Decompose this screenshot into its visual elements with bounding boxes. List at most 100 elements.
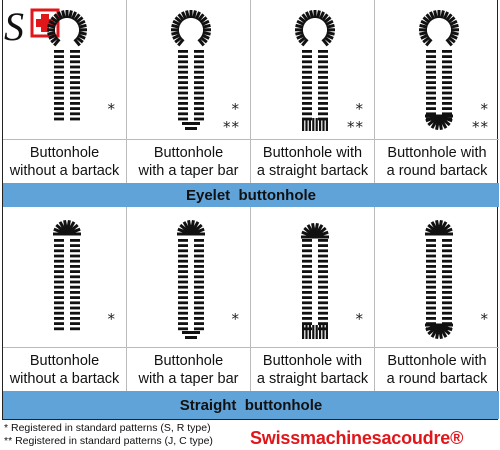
stitch [302, 270, 312, 273]
stitch [194, 322, 204, 325]
stitch [194, 107, 204, 110]
stitch [54, 306, 64, 310]
stitch [442, 55, 452, 58]
stitch [429, 11, 436, 20]
stitch [70, 112, 80, 116]
registration-mark: * [231, 310, 240, 328]
stitch [318, 239, 328, 242]
stitch [54, 60, 64, 64]
stitch [419, 23, 428, 29]
stitch [302, 259, 312, 263]
stitch [201, 33, 210, 40]
stitch [442, 86, 452, 90]
stitch [178, 96, 188, 100]
legend-line-2: ** Registered in standard patterns (J, C… [4, 435, 213, 447]
stitch [194, 239, 204, 242]
stitch [70, 327, 80, 331]
stitch [426, 249, 436, 253]
stitch [54, 107, 64, 110]
stitch [308, 118, 311, 131]
stitch [305, 325, 308, 339]
stitch [178, 296, 188, 299]
stitch [322, 325, 325, 339]
stitch [426, 239, 436, 242]
stitch [178, 70, 188, 74]
stitch [70, 60, 80, 64]
stitch [318, 301, 328, 305]
stitch [178, 60, 188, 64]
eyelet-round-icon [418, 10, 460, 131]
stitch [78, 31, 87, 36]
stitch [442, 112, 452, 116]
stitch [318, 311, 328, 315]
stitch [302, 311, 312, 315]
stitch [302, 91, 312, 95]
stitch [70, 306, 80, 310]
stitch [442, 270, 452, 273]
legend-line-1: * Registered in standard patterns (S, R … [4, 422, 211, 434]
stitch [302, 325, 305, 339]
stitch [194, 285, 204, 289]
stitch [302, 296, 312, 299]
stitch [295, 31, 304, 36]
stitch [302, 96, 312, 100]
stitch [54, 317, 64, 320]
stitch [449, 19, 458, 27]
stitch [178, 327, 188, 331]
stitch [194, 327, 204, 331]
section-title-straight: Straight buttonhole [3, 391, 499, 419]
stitch [298, 36, 307, 44]
stitch [70, 70, 80, 74]
stitch [318, 296, 328, 299]
stitch [178, 301, 188, 305]
stitch [201, 19, 210, 27]
stitch [426, 91, 436, 95]
stitch [302, 265, 312, 268]
stitch [318, 280, 328, 284]
stitch [70, 239, 80, 242]
stitch [177, 38, 185, 47]
stitch [442, 265, 452, 268]
stitch [318, 275, 328, 279]
stitch [318, 322, 328, 325]
stitch [70, 285, 80, 289]
stitch [426, 306, 436, 310]
stitch [426, 285, 436, 289]
stitch [442, 96, 452, 100]
stitch [426, 65, 436, 69]
stitch [442, 301, 452, 305]
stitch [48, 33, 57, 40]
registration-mark: * [355, 310, 364, 328]
stitch [325, 19, 334, 27]
stitch [178, 117, 188, 121]
eyelet-straight-icon [294, 10, 336, 131]
stitch [447, 16, 456, 24]
stitch [178, 249, 188, 253]
stitch [426, 244, 436, 247]
stitch [194, 81, 204, 84]
stitch [54, 280, 64, 284]
stitch [326, 31, 335, 36]
stitch [318, 285, 328, 289]
stitch [442, 70, 452, 74]
stitch [54, 291, 64, 294]
stitch [419, 31, 428, 36]
registration-mark-2: ** [472, 118, 489, 136]
stitch [178, 81, 188, 84]
stitch [53, 38, 61, 47]
stitch [70, 291, 80, 294]
stitch [442, 285, 452, 289]
stitch [202, 23, 211, 29]
stitch [442, 11, 449, 20]
registration-mark-2: ** [223, 118, 240, 136]
registration-mark: * [107, 100, 116, 118]
